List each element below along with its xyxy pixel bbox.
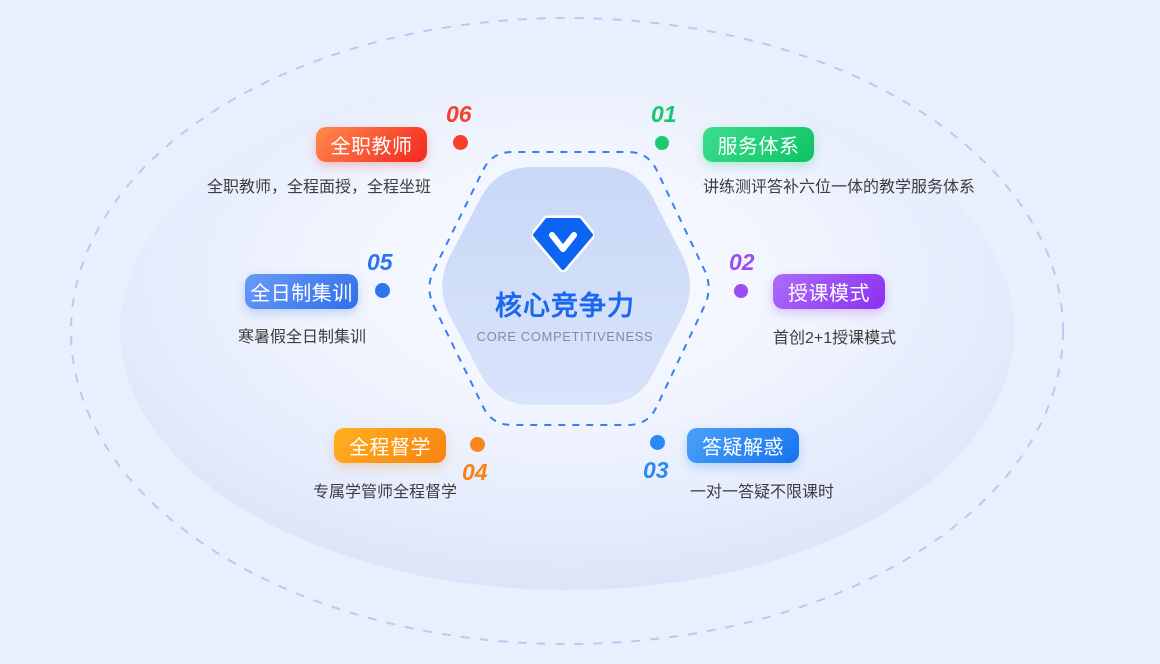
center-subtitle: CORE COMPETITIVENESS	[476, 329, 654, 344]
diamond-gem-icon	[532, 215, 594, 273]
feature-description-05: 寒暑假全日制集训	[238, 329, 367, 346]
feature-pill-full-time-teachers: 全职教师	[316, 127, 427, 162]
feature-number-03: 03	[643, 457, 669, 483]
feature-number-05: 05	[367, 249, 393, 275]
feature-pill-full-time-training: 全日制集训	[245, 274, 358, 309]
feature-description-03: 一对一答疑不限课时	[690, 484, 835, 501]
hexagon-dashed-border	[428, 151, 710, 426]
feature-number-06: 06	[446, 101, 472, 127]
feature-description-02: 首创2+1授课模式	[773, 330, 897, 347]
feature-pill-service-system: 服务体系	[703, 127, 814, 162]
feature-dot-05	[375, 283, 390, 298]
feature-description-06: 全职教师，全程面授，全程坐班	[207, 179, 432, 196]
feature-dot-06	[453, 135, 468, 150]
center-title: 核心竞争力	[495, 291, 635, 321]
feature-number-02: 02	[729, 249, 755, 275]
feature-number-04: 04	[462, 459, 488, 485]
feature-dot-01	[655, 136, 669, 150]
feature-dot-04	[470, 437, 485, 452]
feature-dot-02	[734, 284, 748, 298]
feature-description-04: 专属学管师全程督学	[313, 484, 458, 501]
feature-description-01: 讲练测评答补六位一体的教学服务体系	[703, 179, 976, 196]
feature-number-01: 01	[651, 101, 677, 127]
feature-pill-teaching-mode: 授课模式	[773, 274, 885, 309]
hexagon-fill	[442, 167, 690, 405]
feature-dot-03	[650, 435, 665, 450]
feature-pill-qa-support: 答疑解惑	[687, 428, 799, 463]
feature-pill-full-supervision: 全程督学	[334, 428, 446, 463]
backdrop-dashed-ellipse	[70, 17, 1064, 645]
